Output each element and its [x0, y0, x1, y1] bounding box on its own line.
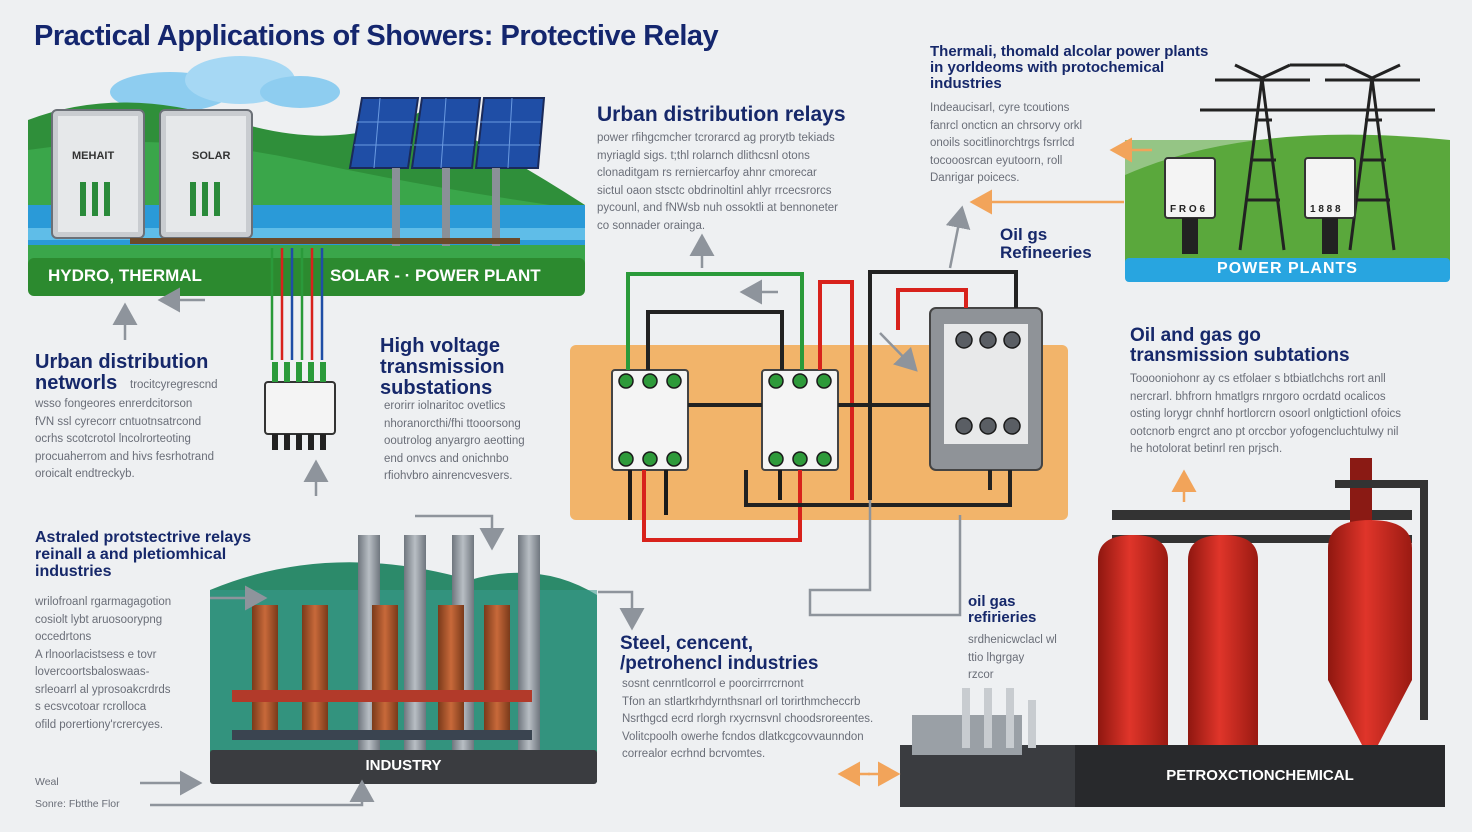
- oil-gas-transmission-body: Tooooniohonr ay cs etfolaer s btbiatlchc…: [1130, 373, 1402, 455]
- hydro-solar-scene: [28, 56, 585, 296]
- oil-gas-transmission-heading: Oil and gas go transmission subtations: [1130, 325, 1350, 366]
- solar-power-plant-label: SOLAR - · POWER PLANT: [330, 266, 541, 285]
- oil-gas-refineries-heading: Oil gs Refineeries: [1000, 225, 1092, 262]
- high-voltage-heading: High voltage transmission substations: [380, 335, 505, 399]
- petrochemical-label: PETROXCTIONCHEMICAL: [1166, 767, 1354, 784]
- page-title: Practical Applications of Showers: Prote…: [34, 20, 719, 52]
- oil-gas-refineries-small-heading: oil gas refirieries: [968, 593, 1037, 626]
- urban-relays-body: power rfihgcmcher tcrorarcd ag prorytb t…: [597, 132, 839, 232]
- urban-networks-body: wsso fongeores enrerdcitorson fVN ssl cy…: [35, 398, 214, 480]
- relay-panel-scene: [570, 307, 1068, 520]
- hydro-thermal-label: HYDRO, THERMAL: [48, 266, 202, 285]
- cabinet-label-2: SOLAR: [192, 150, 231, 162]
- power-plant-scene: [1125, 63, 1450, 282]
- assisted-relays-body: wrilofroanl rgarmagagotion cosiolt lybt …: [35, 596, 172, 731]
- footnote-line-1: Weal: [35, 776, 59, 788]
- source-note: Sonre: Fbtthe Flor: [35, 798, 120, 810]
- urban-networks-heading: Urban distribution networls: [35, 351, 209, 394]
- oil-gas-refineries-small-body: srdhenicwclacl wl ttio lhgrgay rzcor: [968, 634, 1057, 681]
- urban-networks-inline: trocitcyregrescnd: [130, 379, 218, 391]
- power-plants-label: POWER PLANTS: [1217, 260, 1358, 277]
- steel-industries-heading: Steel, cencent, /petrohencl industries: [620, 633, 819, 674]
- relay-code-1: F R O 6: [1170, 204, 1206, 215]
- industry-scene: [210, 535, 597, 784]
- thermal-heading: Thermali, thomald alcolar power plants i…: [930, 43, 1209, 92]
- steel-industries-body: sosnt cenrntlcorrol e poorcirrrcrnont Tf…: [622, 678, 874, 760]
- flow-arrows: [112, 205, 971, 807]
- high-voltage-body: erorirr iolnaritoc ovetlics nhoranorcthi…: [384, 400, 525, 482]
- assisted-relays-heading: Astraled protstectrive relays reinall a …: [35, 529, 252, 580]
- orange-arrows: [837, 137, 1197, 787]
- urban-relays-heading: Urban distribution relays: [597, 103, 846, 126]
- petrochemical-scene: [900, 458, 1445, 807]
- substation-wiring: [270, 248, 324, 360]
- relay-wiring: [626, 270, 1018, 617]
- cabinet-label-1: MEHAIT: [72, 150, 115, 162]
- substation-relay: [264, 362, 336, 450]
- thermal-body: Indeaucisarl, cyre tcoutions fanrcl onct…: [930, 102, 1083, 184]
- relay-code-2: 1 8 8 8: [1310, 204, 1341, 215]
- industry-label: INDUSTRY: [365, 757, 442, 774]
